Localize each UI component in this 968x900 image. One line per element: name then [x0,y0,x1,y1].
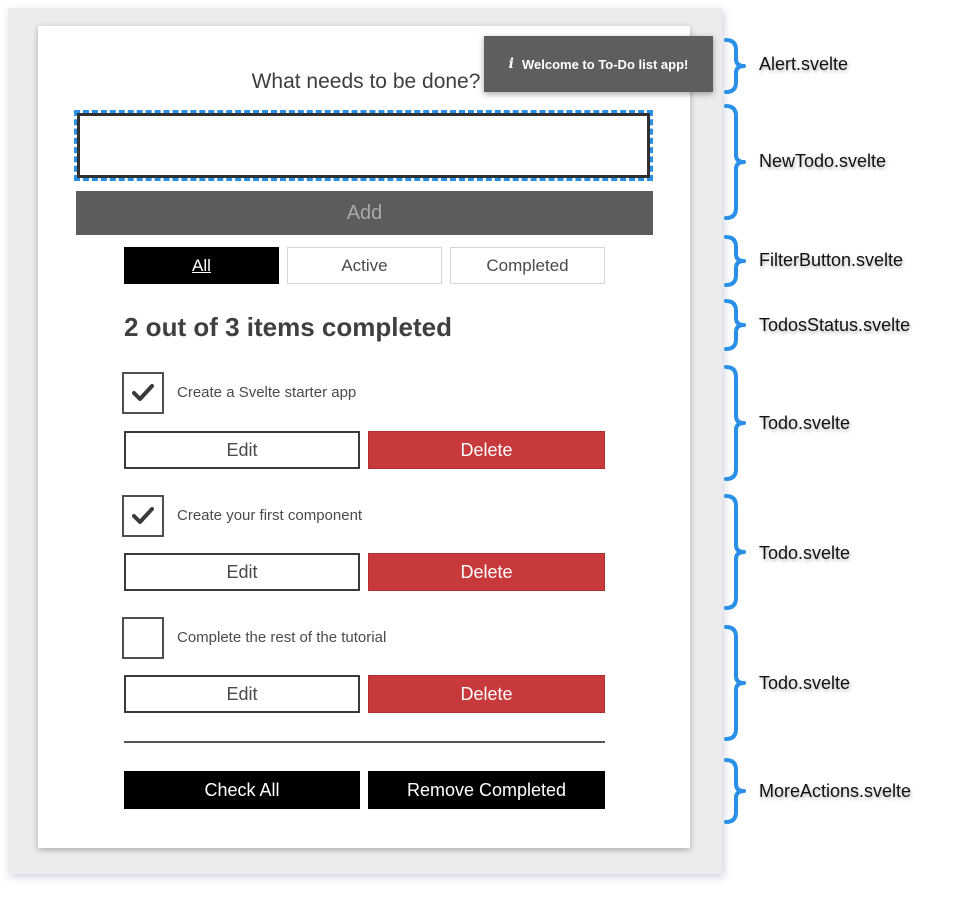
new-todo-input[interactable] [77,113,650,178]
check-all-button[interactable]: Check All [124,771,360,809]
todos-status: 2 out of 3 items completed [124,312,452,342]
brace-todo [724,625,746,741]
component-label-alert: Alert.svelte [759,54,849,74]
brace-todos-status [724,299,746,351]
edit-button[interactable]: Edit [124,431,360,469]
todo-label: Complete the rest of the tutorial [177,629,387,646]
new-todo-heading: What needs to be done? [251,70,481,93]
component-label-new-todo: NewTodo.svelte [759,151,887,171]
edit-button[interactable]: Edit [124,553,360,591]
brace-new-todo [724,104,746,220]
edit-button[interactable]: Edit [124,675,360,713]
brace-filter-button [724,235,746,287]
todo-checkbox[interactable] [122,372,164,414]
input-focus-ring [74,110,653,181]
component-label-more-actions: MoreActions.svelte [759,781,912,801]
delete-button[interactable]: Delete [368,675,605,713]
brace-todo [724,494,746,610]
delete-button[interactable]: Delete [368,553,605,591]
remove-completed-button[interactable]: Remove Completed [368,771,605,809]
component-label-filter-button: FilterButton.svelte [759,250,904,270]
alert-toast[interactable]: i Welcome to To-Do list app! [484,36,713,92]
component-label-todo: Todo.svelte [759,543,851,563]
brace-alert [724,38,746,94]
todo-label: Create a Svelte starter app [177,384,357,401]
component-label-todo: Todo.svelte [759,413,851,433]
brace-more-actions [724,758,746,824]
filter-completed-button[interactable]: Completed [450,247,605,284]
filter-active-button[interactable]: Active [287,247,442,284]
checkmark-icon [132,507,154,524]
component-label-todos-status: TodosStatus.svelte [759,315,911,335]
checkmark-icon [132,384,154,401]
alert-message: Welcome to To-Do list app! [521,56,689,72]
brace-todo [724,365,746,481]
todo-checkbox[interactable] [122,617,164,659]
todo-checkbox[interactable] [122,495,164,537]
add-button[interactable]: Add [76,191,653,235]
info-icon: i [508,56,514,72]
filter-all-button[interactable]: All [124,247,279,284]
component-label-todo: Todo.svelte [759,673,851,693]
divider [124,741,605,743]
delete-button[interactable]: Delete [368,431,605,469]
todo-label: Create your first component [177,507,363,524]
